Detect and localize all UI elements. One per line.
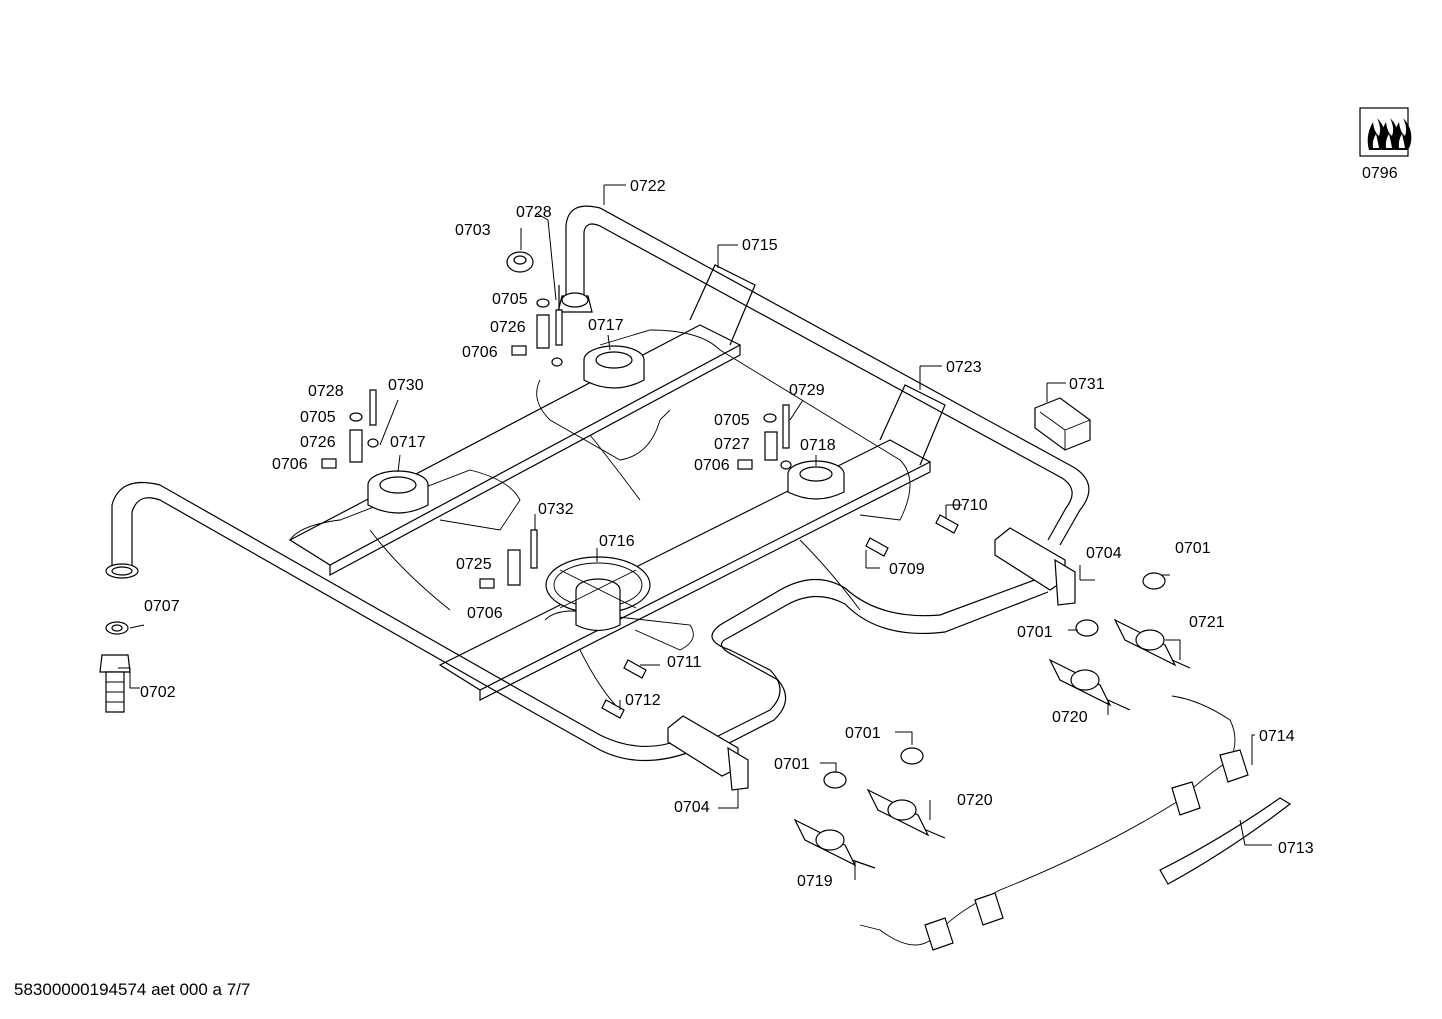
callout-0704: 0704 (1086, 545, 1122, 562)
gas-valves (793, 618, 1191, 869)
callout-0701: 0701 (1017, 624, 1053, 641)
callout-0728: 0728 (516, 204, 552, 221)
callout-leaders (118, 184, 1272, 880)
callout-labels: 0796 0722 0728 0703 0715 0705 0726 0717 … (140, 165, 1398, 890)
callout-0710: 0710 (952, 497, 988, 514)
callout-0705: 0705 (300, 409, 336, 426)
callout-0718: 0718 (800, 437, 836, 454)
gas-manifold-tube (105, 205, 1090, 762)
callout-0732: 0732 (538, 501, 574, 518)
terminal-block (1034, 397, 1091, 451)
callout-0705: 0705 (492, 291, 528, 308)
callout-0727: 0727 (714, 436, 750, 453)
trim-strip (1159, 797, 1292, 885)
callout-0704: 0704 (674, 799, 710, 816)
callout-0730: 0730 (388, 377, 424, 394)
callout-0717: 0717 (588, 317, 624, 334)
callout-0717: 0717 (390, 434, 426, 451)
callout-0714: 0714 (1259, 728, 1295, 745)
callout-0712: 0712 (625, 692, 661, 709)
callout-0709: 0709 (889, 561, 925, 578)
callout-0715: 0715 (742, 237, 778, 254)
callout-0726: 0726 (300, 434, 336, 451)
callout-0720: 0720 (957, 792, 993, 809)
callout-0725: 0725 (456, 556, 492, 573)
callout-0706: 0706 (462, 344, 498, 361)
callout-0702: 0702 (140, 684, 176, 701)
callout-0706: 0706 (694, 457, 730, 474)
callout-0716: 0716 (599, 533, 635, 550)
mounting-bracket-left (667, 715, 749, 791)
small-parts (99, 251, 1166, 789)
callout-0722: 0722 (630, 178, 666, 195)
ignition-harness (859, 695, 1249, 951)
document-code: 58300000194574 aet 000 a 7/7 (14, 980, 251, 999)
callout-0703: 0703 (455, 222, 491, 239)
callout-0721: 0721 (1189, 614, 1225, 631)
burner-rails (288, 264, 946, 701)
callout-0731: 0731 (1069, 376, 1105, 393)
burner-cup-0717-left (367, 470, 429, 514)
callout-0701: 0701 (774, 756, 810, 773)
callout-0711: 0711 (667, 654, 702, 671)
burner-cup-0717-top (583, 345, 645, 389)
callout-0706: 0706 (467, 605, 503, 622)
callout-0728: 0728 (308, 383, 344, 400)
callout-0723: 0723 (946, 359, 982, 376)
callout-0706: 0706 (272, 456, 308, 473)
callout-0713: 0713 (1278, 840, 1314, 857)
mounting-bracket-right (994, 527, 1076, 606)
burner-cup-0716 (545, 556, 651, 632)
callout-0701: 0701 (1175, 540, 1211, 557)
callout-0729: 0729 (789, 382, 825, 399)
callout-0707: 0707 (144, 598, 180, 615)
callout-0726: 0726 (490, 319, 526, 336)
burner-cup-0718 (787, 460, 845, 500)
callout-0705: 0705 (714, 412, 750, 429)
callout-0701: 0701 (845, 725, 881, 742)
callout-0796: 0796 (1362, 165, 1398, 182)
gas-flame-icon (1359, 107, 1412, 157)
callout-0719: 0719 (797, 873, 833, 890)
callout-0720: 0720 (1052, 709, 1088, 726)
